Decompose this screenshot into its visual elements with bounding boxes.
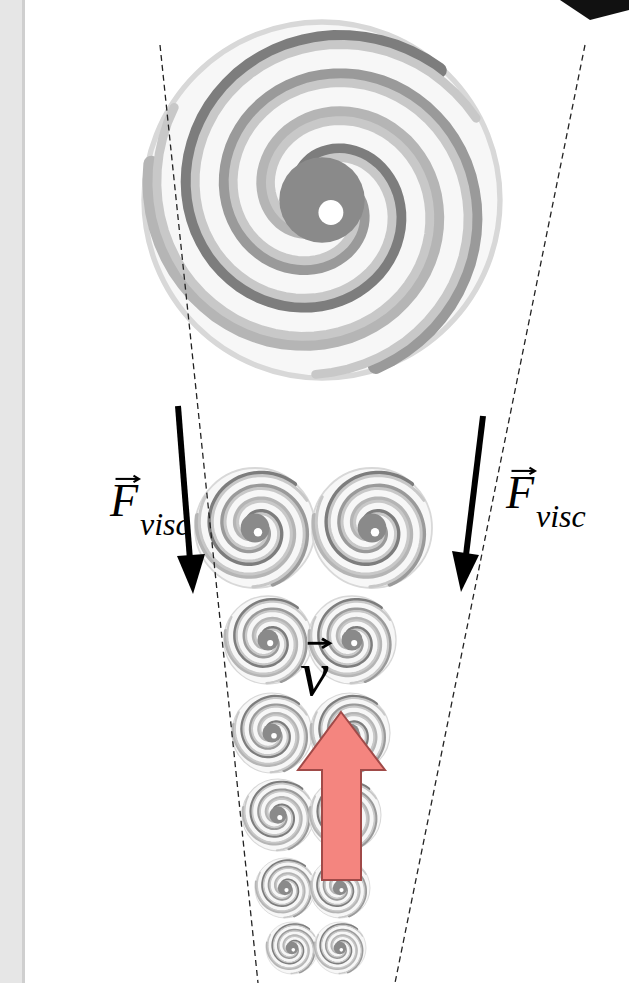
vortex-spirals: [144, 22, 500, 974]
force-symbol: F: [506, 470, 534, 516]
panel-edge: [0, 0, 24, 983]
viscous-force-arrow: [177, 406, 205, 594]
force-symbol: F: [110, 478, 138, 524]
velocity-arrow: [298, 712, 385, 880]
panel-edge-line: [22, 0, 25, 983]
funnel-line: [395, 45, 585, 983]
viscous-force-arrow: [452, 416, 483, 592]
force-subscript: visc: [140, 508, 190, 540]
velocity-symbol: v: [300, 642, 328, 706]
force-subscript: visc: [536, 500, 586, 532]
corner-shape: [560, 0, 629, 20]
